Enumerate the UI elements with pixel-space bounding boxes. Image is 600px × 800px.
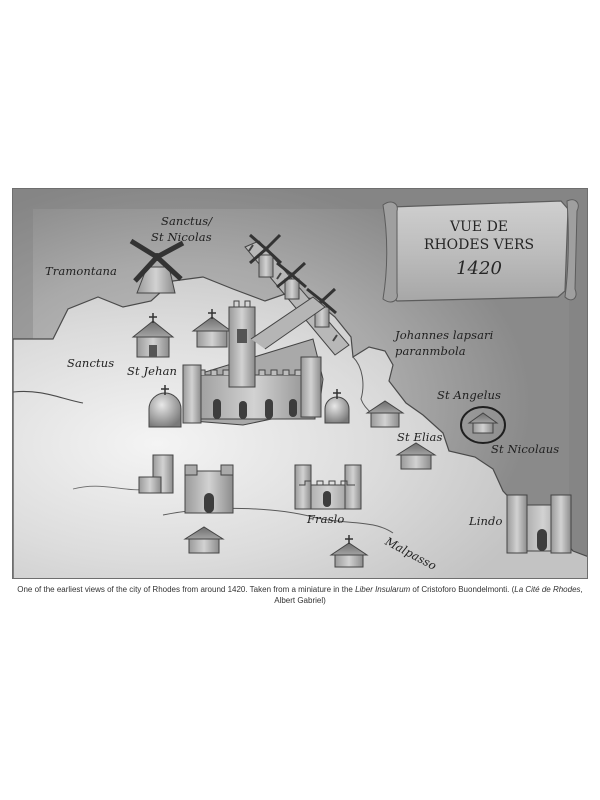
house-icon <box>365 400 405 428</box>
title-line-3: 1420 <box>456 258 502 279</box>
figure-caption: One of the earliest views of the city of… <box>12 584 588 606</box>
caption-text-c: , Albert Gabriel) <box>274 585 583 605</box>
caption-book-title: Liber Insularum <box>355 585 411 594</box>
caption-source-title: La Cité de Rhodes <box>514 585 581 594</box>
chapel-icon <box>329 535 369 568</box>
map-label-st-nicolas: St Nicolas <box>151 230 212 244</box>
windmill-icon <box>276 261 307 300</box>
map-label-sanctus-2: Sanctus <box>67 356 115 370</box>
domed-chapel-icon <box>324 389 350 424</box>
map-label-sanctus: Sanctus/ <box>161 214 213 228</box>
map-label-st-angelus: St Angelus <box>437 388 502 402</box>
windmill-icon <box>129 238 185 294</box>
title-line-2: RHODES VERS <box>424 237 534 253</box>
house-icon <box>183 526 225 554</box>
map-label-paranmbola: paranmbola <box>395 344 466 358</box>
chapel-icon <box>191 309 233 348</box>
chapel-icon <box>131 313 175 358</box>
castle-icon <box>184 464 234 514</box>
tower-icon <box>138 454 174 494</box>
castle-icon <box>294 464 362 510</box>
map-label-fraslo: Fraslo <box>307 512 345 526</box>
castle-icon <box>506 494 572 554</box>
circled-house-icon <box>460 406 506 444</box>
house-icon <box>395 442 437 470</box>
map-illustration: VUE DE RHODES VERS 1420 <box>12 188 588 579</box>
domed-chapel-icon <box>148 385 182 428</box>
fortress-icon <box>182 296 326 426</box>
map-label-st-jehan: St Jehan <box>127 364 178 378</box>
title-line-1: VUE DE <box>449 219 508 235</box>
caption-text-b: of Cristoforo Buondelmonti. ( <box>410 585 515 594</box>
map-label-tramontana: Tramontana <box>45 264 117 278</box>
map-label-st-nicolaus: St Nicolaus <box>491 442 560 456</box>
windmill-icon <box>249 233 283 278</box>
map-label-st-elias: St Elias <box>397 430 443 444</box>
map-drawing: VUE DE RHODES VERS 1420 <box>13 189 587 578</box>
map-label-johannes: Johannes lapsari <box>395 328 494 342</box>
map-label-lindo: Lindo <box>469 514 503 528</box>
title-scroll: VUE DE RHODES VERS 1420 <box>382 199 579 303</box>
caption-text-a: One of the earliest views of the city of… <box>17 585 356 594</box>
